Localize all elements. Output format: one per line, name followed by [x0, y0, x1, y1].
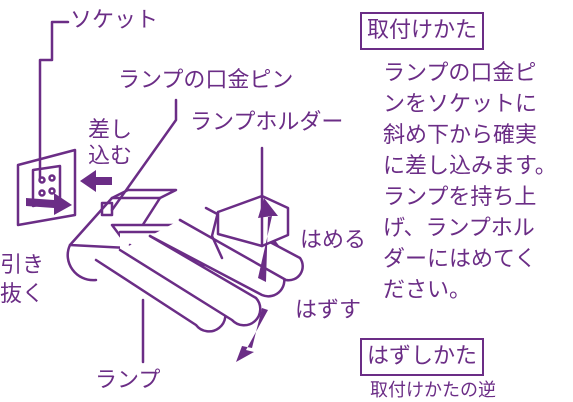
socket-label: ソケット [70, 8, 159, 33]
detach-label: はずす [295, 298, 362, 323]
install-step-line: ンをソケットに [383, 92, 538, 117]
remove-heading: はずしかた [360, 338, 485, 376]
install-step-line: げ、ランプホル [383, 216, 535, 241]
lamp-base-pin-label: ランプの口金ピン [118, 68, 294, 93]
install-heading: 取付けかた [360, 12, 485, 50]
lamp-holder-label: ランプホルダー [190, 110, 344, 135]
detach-arrow-icon [236, 308, 268, 362]
install-step-line: ださい。 [383, 278, 472, 303]
insert-label-line2: 込む [88, 144, 133, 169]
pull-label-line2: 抜く [0, 282, 45, 307]
install-step-line: ランプの口金ピ [383, 61, 537, 86]
pin-leader [110, 98, 178, 212]
insert-arrow-icon [80, 170, 112, 192]
attach-arrow-icon [258, 198, 278, 282]
pull-label-line1: 引き [0, 253, 45, 278]
socket-leader [38, 20, 70, 180]
install-step-line: ランプを持ち上 [383, 185, 537, 210]
socket-icon [16, 148, 77, 227]
install-step-line: 斜め下から確実 [383, 123, 538, 148]
install-step-line: に差し込みます。 [383, 154, 557, 179]
lamp-label: ランプ [95, 368, 161, 393]
attach-label: はめる [300, 228, 367, 253]
lamp-base-icon [66, 188, 178, 282]
install-step-line: ダーにはめてく [383, 247, 537, 272]
insert-label-line1: 差し [88, 118, 133, 143]
remove-note: 取付けかたの逆 [370, 380, 496, 401]
install-steps: ランプの口金ピ ンをソケットに 斜め下から確実 に差し込みます。 ランプを持ち上… [383, 58, 573, 306]
pull-arrow-icon [26, 193, 72, 215]
